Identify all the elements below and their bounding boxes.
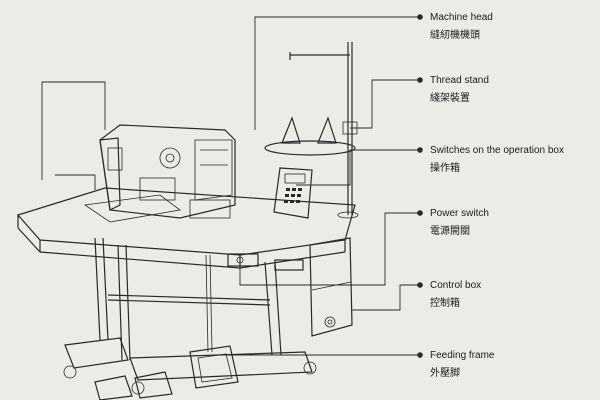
keypad-buttons: [284, 188, 302, 203]
label-zh: 縫紉機機頭: [430, 28, 480, 41]
label-machine-head: Machine head 縫紉機機頭: [430, 12, 493, 41]
label-en: Machine head: [430, 12, 493, 23]
left-pointer-lines: [41, 81, 106, 190]
label-zh: 外壓脚: [430, 366, 460, 379]
machine-head: [83, 124, 236, 223]
operation-box: [273, 167, 313, 219]
label-switches: Switches on the operation box 操作箱: [430, 145, 564, 174]
label-power-switch: Power switch 電源開關: [430, 208, 489, 237]
label-en: Thread stand: [430, 75, 489, 86]
label-control-box: Control box 控制箱: [430, 280, 481, 309]
thread-stand: [264, 42, 359, 219]
leader-lines: [212, 14, 423, 358]
label-en: Power switch: [430, 208, 489, 219]
label-feeding-frame: Feeding frame 外壓脚: [430, 350, 495, 379]
foot-pedals: [94, 254, 239, 400]
label-en: Control box: [430, 280, 481, 291]
label-thread-stand: Thread stand 綫架裝置: [430, 75, 489, 104]
table-top: [16, 187, 356, 269]
label-en: Switches on the operation box: [430, 145, 564, 156]
label-zh: 綫架裝置: [430, 91, 470, 104]
label-zh: 控制箱: [430, 296, 460, 309]
label-zh: 電源開關: [430, 224, 470, 237]
control-box-cabinet: [309, 237, 353, 337]
label-en: Feeding frame: [430, 350, 495, 361]
stand-frame: [63, 237, 317, 395]
label-zh: 操作箱: [430, 161, 460, 174]
power-switch-panel: [227, 253, 304, 271]
